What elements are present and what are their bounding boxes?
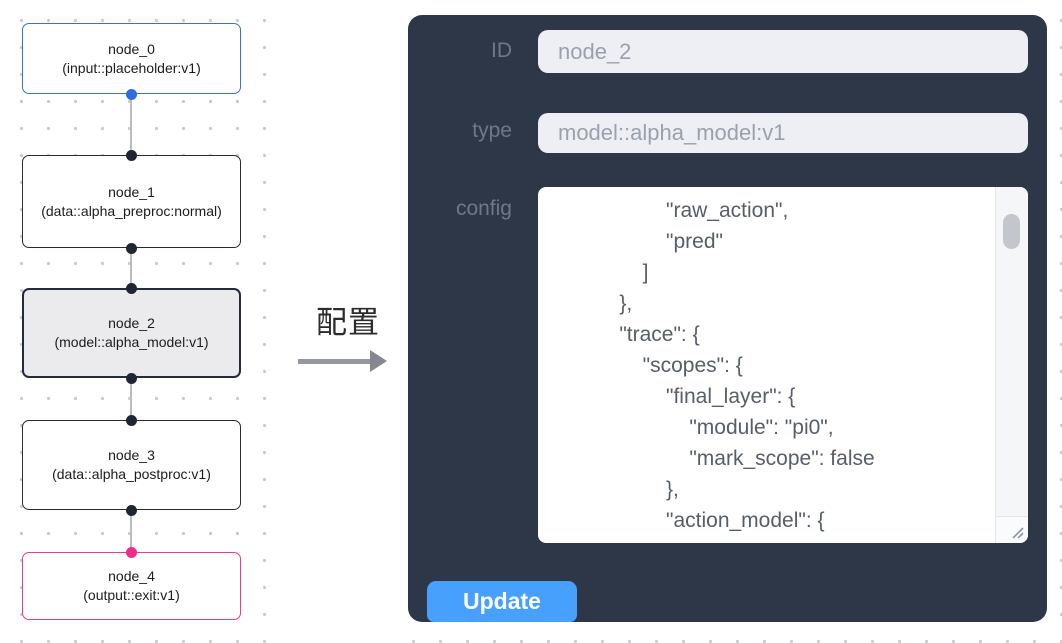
port-node2-out[interactable] — [126, 373, 137, 384]
node-id-label: node_0 — [108, 40, 155, 57]
edge-node3-node4 — [130, 510, 132, 552]
graph-node-node1[interactable]: node_1 (data::alpha_preproc:normal) — [22, 155, 241, 248]
port-node4-in[interactable] — [126, 547, 137, 558]
update-button[interactable]: Update — [427, 581, 577, 622]
node-id-label: node_1 — [108, 183, 155, 200]
port-node1-out[interactable] — [126, 243, 137, 254]
edge-node1-node2 — [130, 248, 132, 288]
node-type-label: (input::placeholder:v1) — [62, 59, 201, 76]
type-field-label: type — [472, 119, 512, 142]
graph-node-node3[interactable]: node_3 (data::alpha_postproc:v1) — [22, 420, 241, 510]
port-node2-in[interactable] — [126, 283, 137, 294]
port-node0-out[interactable] — [126, 89, 137, 100]
graph-node-node2-selected[interactable]: node_2 (model::alpha_model:v1) — [22, 288, 241, 378]
id-input[interactable] — [538, 30, 1028, 73]
id-field-label: ID — [491, 39, 512, 62]
config-editor: "raw_action", "pred" ] }, "trace": { "sc… — [538, 187, 1028, 543]
node-id-label: node_4 — [108, 568, 155, 584]
port-node3-out[interactable] — [126, 505, 137, 516]
node-id-label: node_3 — [108, 447, 155, 463]
node-type-label: (model::alpha_model:v1) — [54, 334, 209, 350]
config-scrollbar[interactable] — [995, 187, 1028, 516]
edge-node2-node3 — [130, 378, 132, 420]
node-type-label: (data::alpha_postproc:v1) — [52, 466, 211, 482]
node-id-label: node_2 — [108, 315, 155, 331]
graph-node-node4[interactable]: node_4 (output::exit:v1) — [22, 552, 241, 620]
node-type-label: (output::exit:v1) — [83, 587, 180, 603]
node-type-label: (data::alpha_preproc:normal) — [41, 202, 222, 219]
port-node1-in[interactable] — [126, 150, 137, 161]
port-node3-in[interactable] — [126, 415, 137, 426]
configure-label: 配置 — [316, 305, 380, 340]
node-config-panel: ID type config "raw_action", "pred" ] },… — [408, 15, 1047, 622]
config-textarea[interactable]: "raw_action", "pred" ] }, "trace": { "sc… — [538, 187, 1028, 543]
right-arrow-icon — [293, 350, 403, 372]
configure-callout: 配置 — [293, 297, 403, 372]
graph-node-node0[interactable]: node_0 (input::placeholder:v1) — [22, 23, 241, 94]
edge-node0-node1 — [130, 94, 132, 155]
type-input[interactable] — [538, 113, 1028, 153]
config-scrollbar-thumb[interactable] — [1003, 214, 1020, 249]
resize-handle-icon[interactable] — [995, 516, 1028, 543]
config-field-label: config — [455, 197, 512, 220]
